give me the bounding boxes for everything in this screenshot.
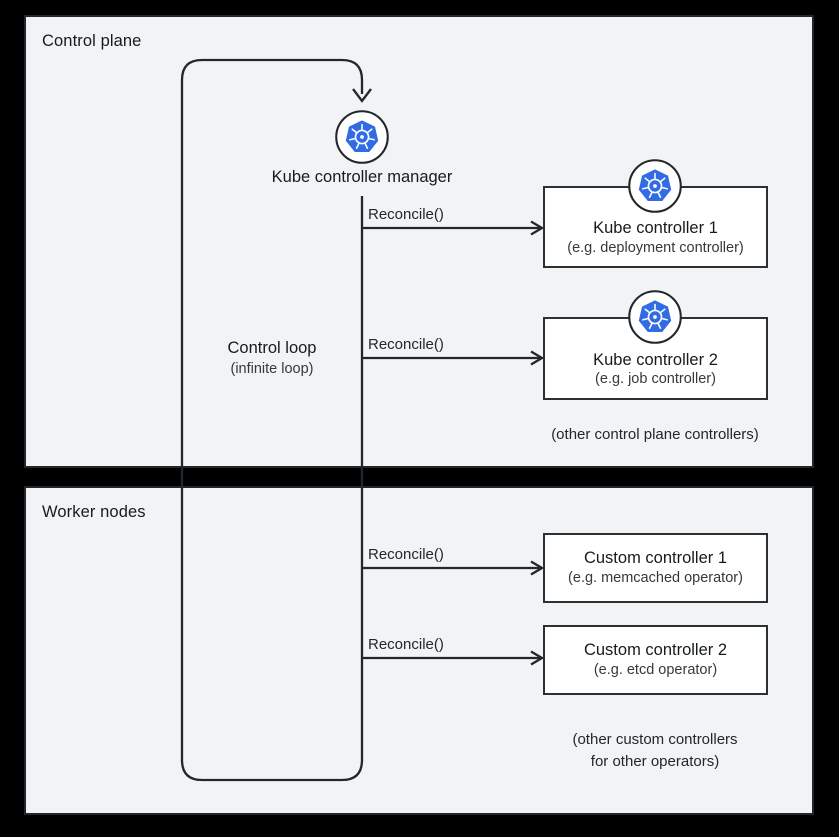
worker-nodes-title: Worker nodes: [42, 503, 146, 521]
reconcile-label-2: Reconcile(): [368, 336, 444, 353]
kube-controller-2-title: Kube controller 2: [593, 350, 718, 369]
kubernetes-icon: [628, 159, 682, 213]
kube-controller-2-subtitle: (e.g. job controller): [595, 371, 716, 388]
kube-controller-1-subtitle: (e.g. deployment controller): [567, 239, 744, 256]
custom-controller-2-box: Custom controller 2 (e.g. etcd operator): [543, 625, 768, 695]
kubernetes-icon: [628, 290, 682, 344]
control-loop-label-sub: (infinite loop): [230, 361, 314, 377]
reconcile-label-4: Reconcile(): [368, 636, 444, 653]
custom-controller-2-title: Custom controller 2: [583, 641, 728, 660]
kube-controller-1-title: Kube controller 1: [593, 219, 718, 238]
reconcile-label-3: Reconcile(): [368, 546, 444, 563]
reconcile-label-1: Reconcile(): [368, 206, 444, 223]
control-plane-title: Control plane: [42, 32, 142, 50]
custom-controller-1-title: Custom controller 1: [583, 549, 728, 568]
other-control-plane-controllers-note: (other control plane controllers): [551, 426, 759, 443]
custom-controller-1-subtitle: (e.g. memcached operator): [568, 569, 743, 586]
custom-controller-2-subtitle: (e.g. etcd operator): [593, 661, 718, 678]
other-custom-controllers-note: (other custom controllers for other oper…: [505, 729, 805, 773]
other-custom-controllers-note-line2: for other operators): [590, 752, 720, 770]
kubernetes-icon: [335, 110, 389, 164]
kube-controller-manager-label: Kube controller manager: [271, 168, 453, 186]
control-loop-label: Control loop (infinite loop): [192, 339, 352, 377]
custom-controller-1-box: Custom controller 1 (e.g. memcached oper…: [543, 533, 768, 603]
control-loop-label-main: Control loop: [227, 339, 317, 357]
other-custom-controllers-note-line1: (other custom controllers: [572, 731, 738, 748]
